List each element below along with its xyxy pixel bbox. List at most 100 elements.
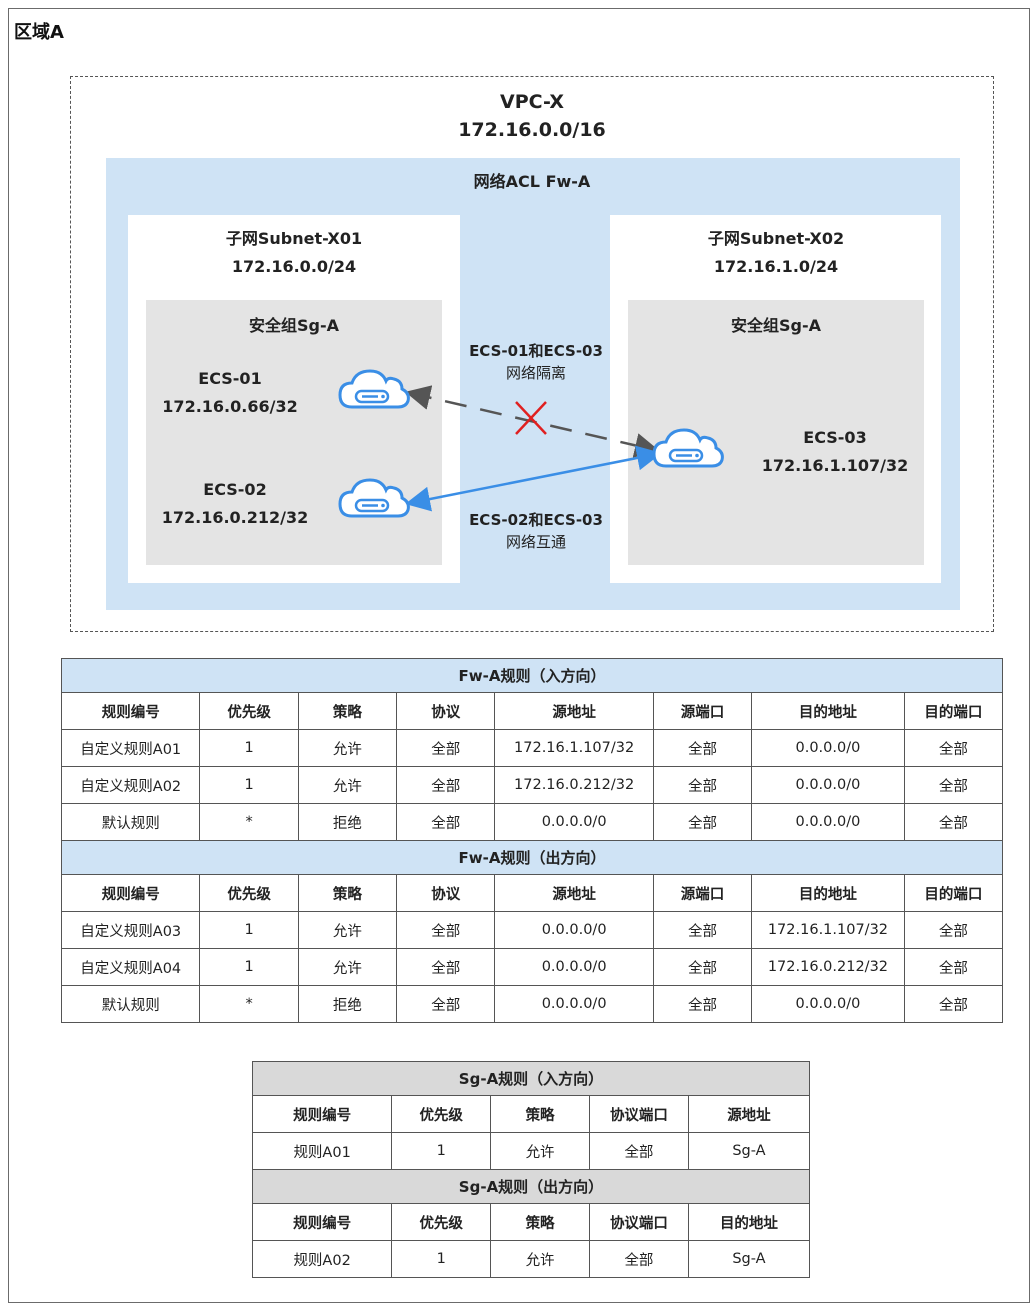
- table-cell: 全部: [903, 985, 1004, 1023]
- column-header: 目的地址: [751, 692, 905, 730]
- column-header: 目的地址: [687, 1203, 811, 1241]
- ecs-01-label: ECS-01 172.16.0.66/32: [150, 365, 310, 421]
- table-caption: Sg-A规则（入方向）: [252, 1061, 810, 1096]
- table-cell: 全部: [396, 803, 496, 841]
- table-cell: 全部: [903, 948, 1004, 986]
- column-header: 目的端口: [903, 692, 1004, 730]
- table-cell: 全部: [652, 766, 753, 804]
- sg-outbound-caption-row: Sg-A规则（出方向）: [252, 1169, 810, 1204]
- sg-inbound-header-row: 规则编号优先级策略协议端口源地址: [251, 1095, 811, 1133]
- table-cell: 0.0.0.0/0: [751, 729, 905, 767]
- table-cell: 全部: [652, 985, 753, 1023]
- table-cell: 0.0.0.0/0: [494, 985, 654, 1023]
- table-cell: *: [199, 985, 299, 1023]
- column-header: 源端口: [652, 692, 753, 730]
- fw-header-row: 规则编号优先级策略协议源地址源端口目的地址目的端口: [60, 874, 1004, 912]
- table-cell: 允许: [490, 1132, 590, 1170]
- column-header: 策略: [297, 874, 398, 912]
- column-header: 规则编号: [251, 1095, 393, 1133]
- table-cell: 全部: [396, 766, 496, 804]
- vpc-cidr: 172.16.0.0/16: [458, 119, 606, 141]
- table-cell: 1: [199, 766, 299, 804]
- column-header: 协议: [396, 874, 496, 912]
- table-cell: 172.16.1.107/32: [751, 911, 905, 949]
- column-header: 规则编号: [60, 692, 201, 730]
- column-header: 优先级: [391, 1095, 492, 1133]
- cloud-server-icon: [652, 428, 724, 468]
- table-cell: 规则A01: [251, 1132, 393, 1170]
- column-header: 目的端口: [903, 874, 1004, 912]
- table-cell: 允许: [297, 911, 398, 949]
- table-cell: 允许: [297, 729, 398, 767]
- table-cell: 全部: [589, 1240, 689, 1278]
- ecs-03-name: ECS-03: [803, 428, 867, 447]
- column-header: 协议端口: [589, 1203, 689, 1241]
- table-cell: 自定义规则A03: [60, 911, 201, 949]
- vpc-label: VPC-X 172.16.0.0/16: [432, 88, 632, 144]
- connected-connection-title: ECS-02和ECS-03: [469, 511, 603, 529]
- ecs-03-label: ECS-03 172.16.1.107/32: [752, 424, 918, 480]
- cloud-server-icon: [338, 478, 410, 518]
- table-cell: 规则A02: [251, 1240, 393, 1278]
- subnet-x01-name: 子网Subnet-X01: [225, 229, 363, 248]
- table-cell: 0.0.0.0/0: [751, 766, 905, 804]
- table-cell: 拒绝: [297, 803, 398, 841]
- column-header: 规则编号: [60, 874, 201, 912]
- table-cell: 全部: [589, 1132, 689, 1170]
- table-cell: 默认规则: [60, 803, 201, 841]
- table-cell: 0.0.0.0/0: [494, 911, 654, 949]
- fw-a-rules-table: Fw-A规则（入方向） 规则编号优先级策略协议源地址源端口目的地址目的端口自定义规…: [60, 658, 1004, 1023]
- connected-connection-desc: 网络互通: [505, 533, 566, 551]
- security-group-2-title: 安全组Sg-A: [730, 316, 821, 335]
- table-cell: 全部: [903, 911, 1004, 949]
- table-cell: 1: [199, 948, 299, 986]
- subnet-x02-name: 子网Subnet-X02: [707, 229, 845, 248]
- column-header: 协议端口: [589, 1095, 689, 1133]
- table-cell: 全部: [903, 729, 1004, 767]
- table-cell: 1: [391, 1240, 492, 1278]
- table-caption: Fw-A规则（入方向）: [61, 658, 1003, 693]
- table-cell: Sg-A: [687, 1132, 811, 1170]
- isolated-link-arrow: [405, 385, 660, 458]
- table-cell: 1: [199, 729, 299, 767]
- table-cell: 0.0.0.0/0: [751, 803, 905, 841]
- ecs-02-ip: 172.16.0.212/32: [161, 508, 309, 527]
- table-cell: 全部: [396, 911, 496, 949]
- table-cell: 全部: [652, 729, 753, 767]
- column-header: 优先级: [199, 874, 299, 912]
- column-header: 源地址: [687, 1095, 811, 1133]
- table-cell: 拒绝: [297, 985, 398, 1023]
- table-cell: Sg-A: [687, 1240, 811, 1278]
- vpc-boundary: [70, 76, 994, 632]
- table-cell: 1: [199, 911, 299, 949]
- table-cell: 允许: [490, 1240, 590, 1278]
- table-cell: 172.16.0.212/32: [751, 948, 905, 986]
- table-cell: 全部: [903, 803, 1004, 841]
- table-cell: 全部: [396, 985, 496, 1023]
- ecs-02-label: ECS-02 172.16.0.212/32: [150, 476, 320, 532]
- security-group-1: [146, 300, 442, 565]
- table-cell: 172.16.1.107/32: [494, 729, 654, 767]
- isolated-connection-label: ECS-01和ECS-03 网络隔离: [446, 340, 626, 384]
- subnet-x01-cidr: 172.16.0.0/24: [231, 257, 357, 276]
- subnet-x02-label: 子网Subnet-X02 172.16.1.0/24: [610, 225, 942, 281]
- table-cell: 允许: [297, 766, 398, 804]
- table-cell: 全部: [652, 803, 753, 841]
- column-header: 优先级: [391, 1203, 492, 1241]
- column-header: 源端口: [652, 874, 753, 912]
- table-cell: 默认规则: [60, 985, 201, 1023]
- security-group-1-title: 安全组Sg-A: [248, 316, 339, 335]
- column-header: 策略: [490, 1095, 590, 1133]
- column-header: 规则编号: [251, 1203, 393, 1241]
- table-cell: 全部: [396, 729, 496, 767]
- column-header: 策略: [297, 692, 398, 730]
- ecs-01-ip: 172.16.0.66/32: [162, 397, 298, 416]
